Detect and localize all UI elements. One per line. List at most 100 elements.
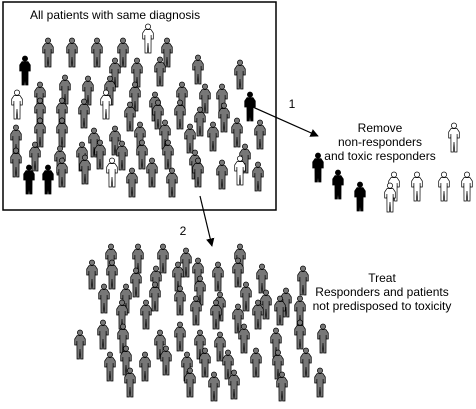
person-icon	[300, 347, 312, 378]
person-icon	[212, 261, 224, 292]
person-icon	[19, 55, 31, 86]
person-icon	[106, 259, 118, 290]
person-icon	[79, 154, 91, 185]
person-icon	[192, 157, 204, 188]
person-icon	[130, 267, 142, 298]
person-icon	[116, 140, 128, 171]
person-icon	[174, 99, 186, 130]
arrow-remove	[245, 103, 319, 137]
person-icon	[86, 259, 98, 290]
person-icon	[184, 367, 196, 398]
person-icon	[160, 345, 172, 376]
person-icon	[216, 159, 228, 190]
person-icon	[56, 157, 68, 188]
treat-label-line: Responders and patients	[315, 285, 449, 299]
person-icon	[126, 167, 138, 198]
person-icon	[314, 367, 326, 398]
person-icon	[354, 181, 366, 212]
person-icon	[317, 323, 329, 354]
person-icon	[10, 124, 22, 155]
person-icon	[162, 139, 174, 170]
person-icon	[207, 121, 219, 152]
person-icon	[42, 164, 54, 195]
person-icon	[116, 299, 128, 330]
person-icon	[210, 299, 222, 330]
person-icon	[256, 263, 268, 294]
person-icon	[117, 37, 129, 68]
person-icon	[276, 371, 288, 402]
person-icon	[250, 347, 262, 378]
person-icon	[104, 351, 116, 382]
box-title: All patients with same diagnosis	[30, 8, 201, 22]
person-icon	[152, 99, 164, 130]
treat-label: Treat Responders and patients not predis…	[306, 271, 458, 313]
person-icon	[199, 83, 211, 114]
person-icon	[294, 319, 306, 350]
person-icon	[254, 119, 266, 150]
person-icon	[124, 101, 136, 132]
person-icon	[146, 157, 158, 188]
person-icon	[461, 171, 473, 202]
person-icon	[240, 281, 252, 312]
treat-label-line: Treat	[368, 271, 396, 285]
person-icon	[297, 265, 309, 296]
person-icon	[109, 57, 121, 88]
arrow-treat	[199, 195, 215, 247]
person-icon	[98, 283, 110, 314]
remove-label-line: Remove	[357, 121, 403, 135]
person-icon	[124, 367, 136, 398]
remove-label-line: and toxic responders	[324, 149, 436, 163]
person-icon	[161, 37, 173, 68]
person-icon	[214, 331, 226, 362]
person-icon	[312, 152, 324, 183]
person-icon	[194, 106, 206, 137]
person-icon	[174, 321, 186, 352]
person-icon	[139, 351, 151, 382]
person-icon	[149, 281, 161, 312]
remove-label: Remove non-responders and toxic responde…	[300, 121, 460, 163]
remove-label-line: non-responders	[337, 135, 423, 149]
person-icon	[100, 89, 112, 120]
person-icon	[184, 123, 196, 154]
person-icon	[332, 169, 344, 200]
person-icon	[448, 122, 460, 153]
step-1-number: 1	[288, 97, 296, 111]
person-icon	[238, 323, 250, 354]
person-icon	[174, 285, 186, 316]
person-icon	[228, 369, 240, 400]
person-icon	[78, 98, 90, 129]
person-icon	[234, 59, 246, 90]
person-icon	[222, 349, 234, 380]
person-icon	[136, 139, 148, 170]
person-icon	[131, 57, 143, 88]
person-icon	[91, 37, 103, 68]
person-icon	[10, 147, 22, 178]
treat-label-line: not predisposed to toxicity	[312, 299, 452, 313]
person-icon	[29, 141, 41, 172]
person-icon	[252, 161, 264, 192]
person-icon	[74, 329, 86, 360]
person-icon	[218, 102, 230, 133]
person-icon	[66, 37, 78, 68]
person-icon	[231, 117, 243, 148]
all-patients-box	[2, 1, 277, 211]
person-icon	[56, 117, 68, 148]
person-icon	[34, 117, 46, 148]
person-icon	[192, 54, 204, 85]
person-icon	[132, 243, 144, 274]
person-icon	[194, 329, 206, 360]
person-icon	[166, 167, 178, 198]
person-icon	[411, 171, 423, 202]
person-icon	[208, 371, 220, 402]
person-icon	[172, 261, 184, 292]
person-icon	[260, 289, 272, 320]
person-icon	[274, 295, 286, 326]
person-icon	[142, 23, 154, 54]
person-icon	[438, 171, 450, 202]
person-icon	[106, 157, 118, 188]
person-icon	[42, 37, 54, 68]
person-icon	[154, 56, 166, 87]
person-icon	[97, 319, 109, 350]
person-icon	[232, 303, 244, 334]
